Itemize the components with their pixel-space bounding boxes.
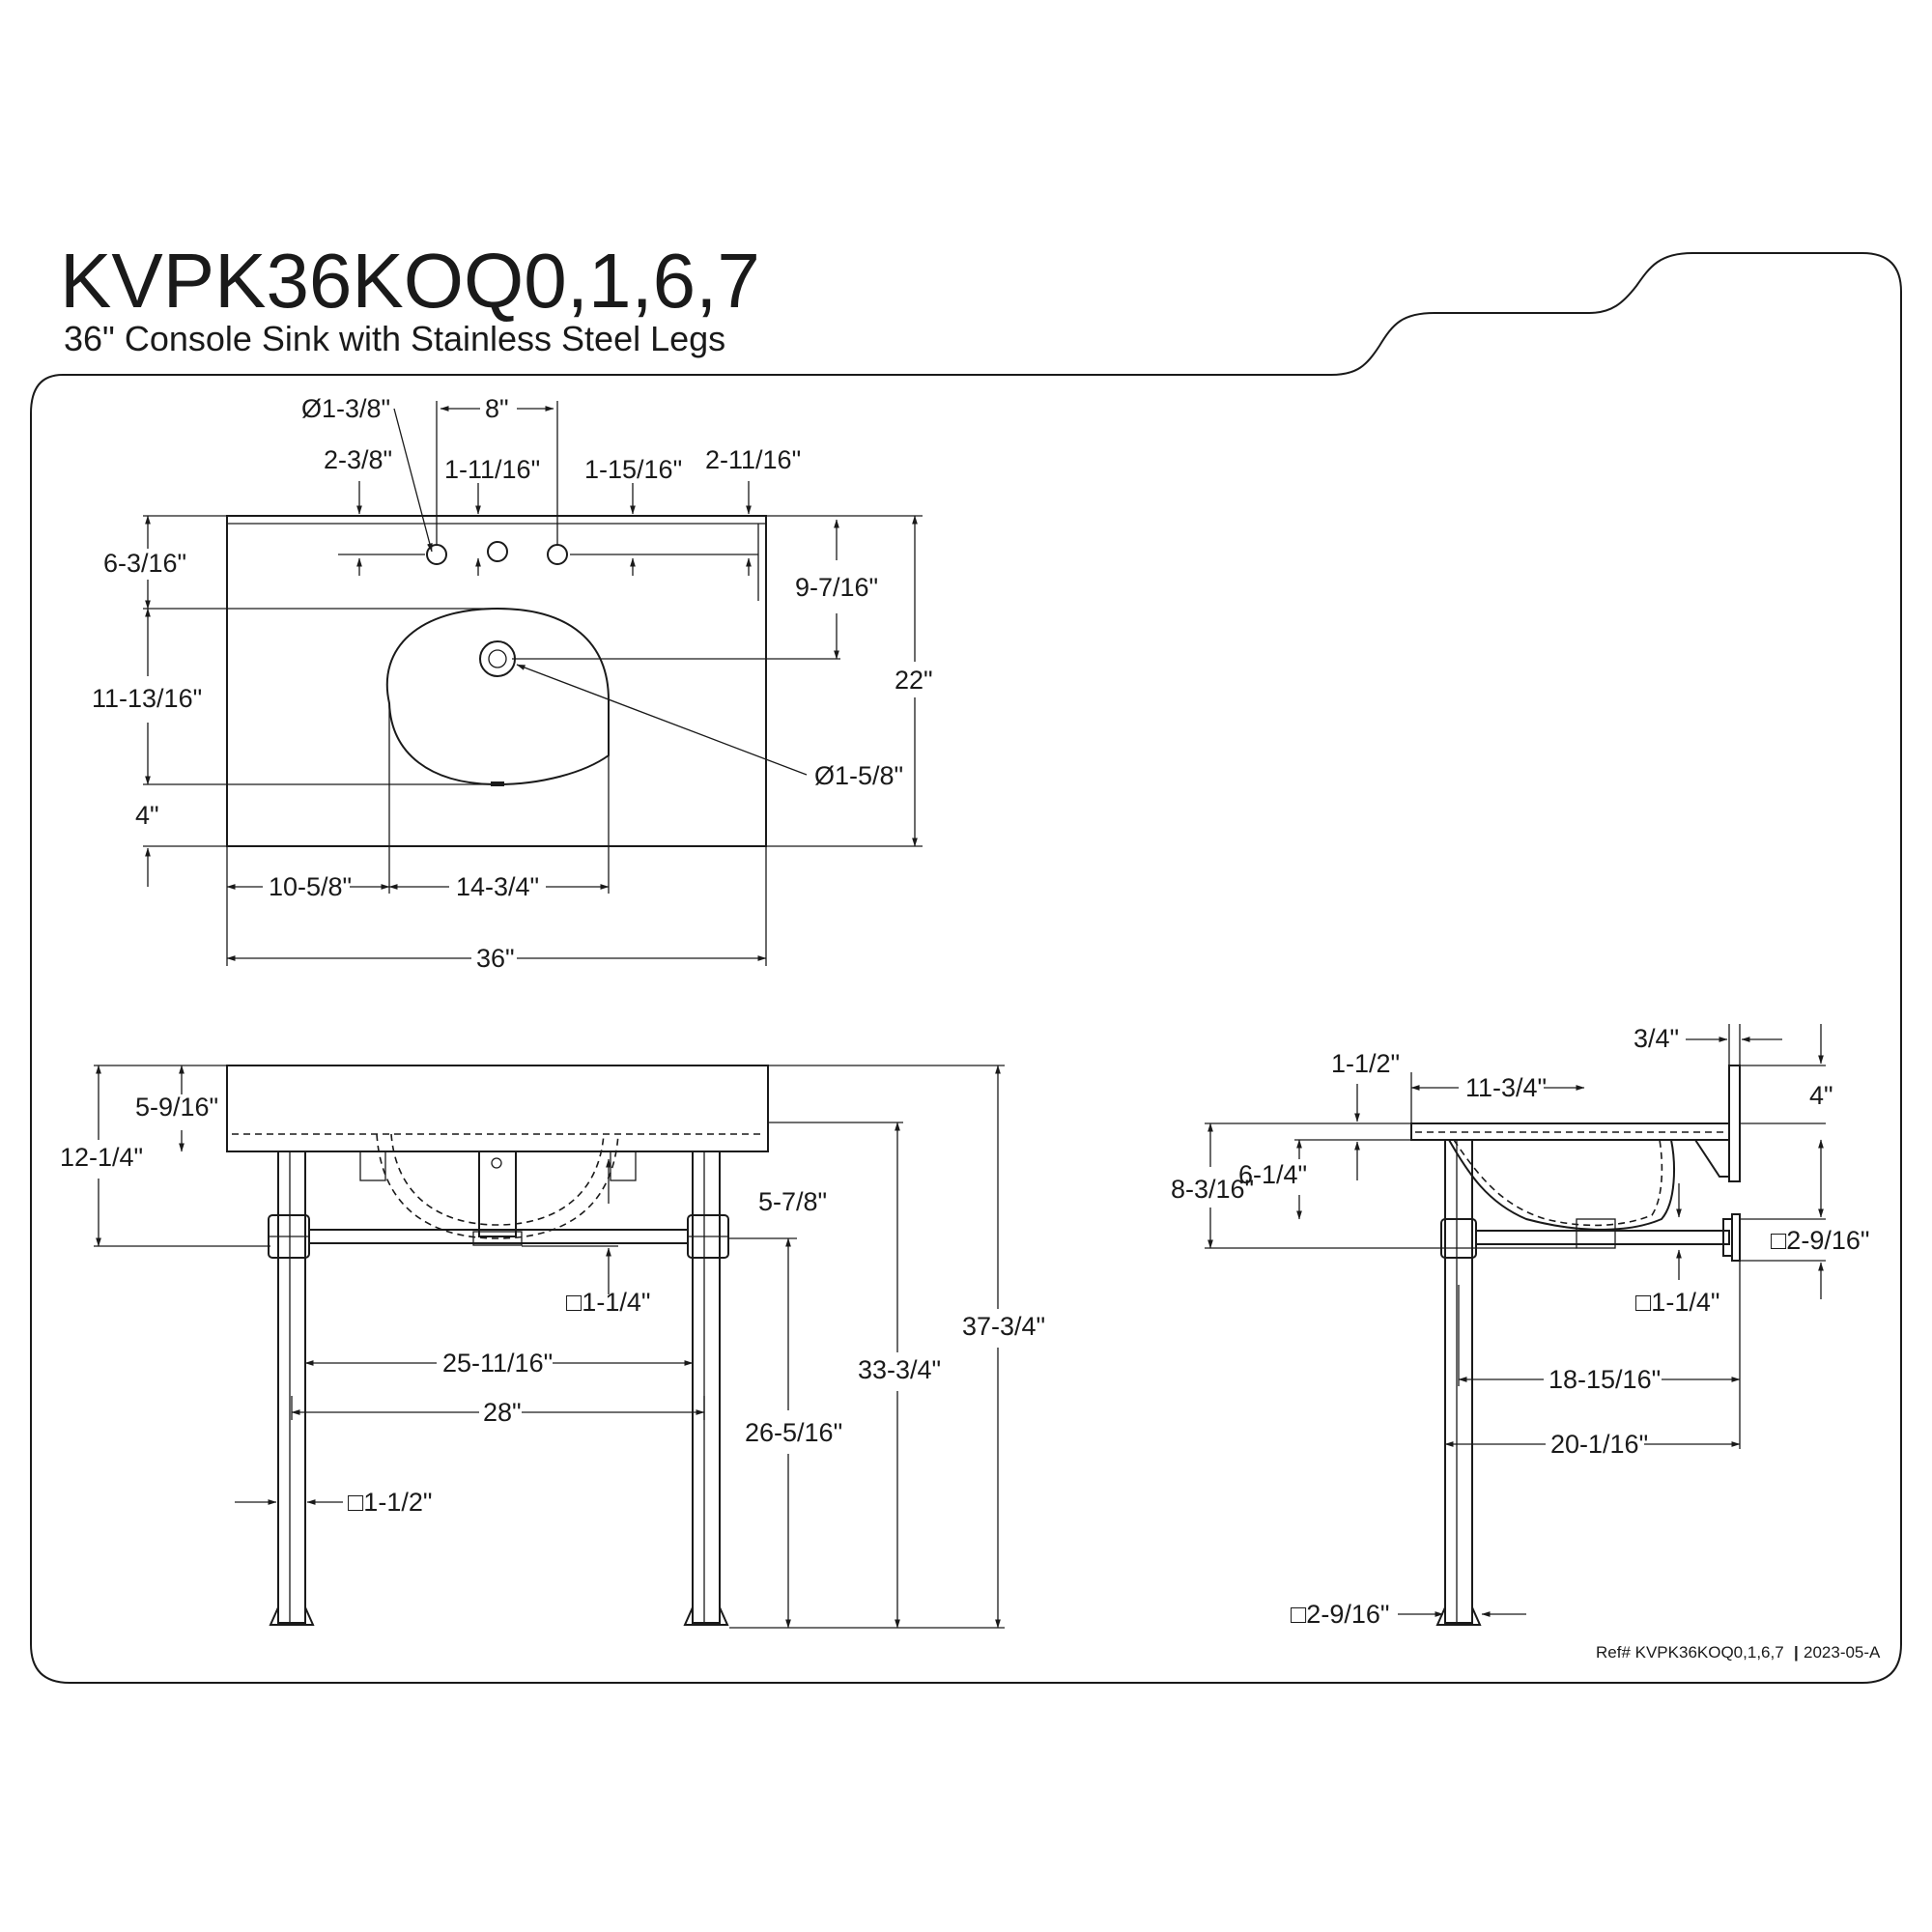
dim-side-rail-size: □1-1/4" xyxy=(1635,1288,1719,1317)
left-leg xyxy=(277,1151,306,1624)
dim-left-setback: 2-3/8" xyxy=(324,445,392,474)
ref-revision: 2023-05-A xyxy=(1804,1643,1881,1662)
dim-bowl-depth: 11-13/16" xyxy=(92,684,202,713)
dim-overall-width: 36" xyxy=(476,944,515,973)
backsplash xyxy=(1728,1065,1741,1182)
dim-center-setback: 1-11/16" xyxy=(444,455,540,484)
model-number: KVPK36KOQ0,1,6,7 xyxy=(60,238,760,324)
dim-backsplash-thickness: 3/4" xyxy=(1634,1024,1679,1053)
dim-side-overall-depth: 8-3/16" xyxy=(1171,1175,1254,1204)
ref-number: Ref# KVPK36KOQ0,1,6,7 xyxy=(1596,1643,1784,1662)
dim-leg-inner-depth: 18-15/16" xyxy=(1548,1365,1661,1394)
dim-top-to-rail: 12-1/4" xyxy=(60,1143,143,1172)
dim-foot-size: □2-9/16" xyxy=(1291,1600,1389,1629)
dim-hole-spacing: 8" xyxy=(485,394,509,423)
side-rail xyxy=(1475,1230,1730,1245)
product-description: 36" Console Sink with Stainless Steel Le… xyxy=(64,319,725,358)
ref-separator: | xyxy=(1794,1643,1799,1662)
dim-right-setback: 2-11/16" xyxy=(705,445,801,474)
side-view: 3/4" 1-1/2" 11-3/4" 4" 8-3/16" 6-1/4" □1… xyxy=(1171,1024,1869,1629)
countertop-outline xyxy=(226,515,767,847)
dim-faucet-hole-dia: Ø1-3/8" xyxy=(301,394,390,423)
dim-backsplash-height: 4" xyxy=(1809,1081,1833,1110)
dim-overall-height: 37-3/4" xyxy=(962,1312,1045,1341)
faucet-hole-right xyxy=(547,544,568,565)
drain-outer xyxy=(479,640,516,677)
wall-bracket xyxy=(1693,1139,1730,1178)
dim-counter-thickness: 1-1/2" xyxy=(1331,1049,1400,1078)
dim-back-to-drain: 9-7/16" xyxy=(795,573,878,602)
sheet-frame xyxy=(30,252,1902,1684)
faucet-hole-center xyxy=(487,541,508,562)
dim-drain-drop: 5-7/8" xyxy=(758,1187,827,1216)
right-leg xyxy=(692,1151,721,1624)
bowl-side xyxy=(1448,1139,1675,1231)
left-foot xyxy=(269,1606,315,1626)
wall-plate xyxy=(1731,1213,1741,1262)
dim-bowl-width: 14-3/4" xyxy=(456,872,539,901)
dim-drain-dia: Ø1-5/8" xyxy=(814,761,903,790)
drain-inner xyxy=(488,649,507,668)
drain-tailpiece xyxy=(472,1231,523,1246)
dim-rail-height: 26-5/16" xyxy=(745,1418,842,1447)
dim-rail-size: □1-1/4" xyxy=(566,1288,650,1317)
dim-back-to-bowl: 6-3/16" xyxy=(103,549,186,578)
right-foot xyxy=(683,1606,729,1626)
dim-bowl-offset: 11-3/4" xyxy=(1465,1073,1547,1102)
dim-right-hole-setback: 1-15/16" xyxy=(584,455,682,484)
dim-overall-depth: 22" xyxy=(895,666,933,695)
countertop-front xyxy=(226,1065,769,1152)
bowl-outline xyxy=(385,607,610,786)
top-view: Ø1-3/8" 8" 2-3/8" 1-11/16" 1-15/16" 2-11… xyxy=(92,394,933,973)
dim-counter-height: 33-3/4" xyxy=(858,1355,941,1384)
front-view: 5-9/16" 12-1/4" 5-7/8" □1-1/4" 25-11/16"… xyxy=(60,1065,1045,1629)
dim-top-thickness: 5-9/16" xyxy=(135,1093,218,1122)
footer-reference: Ref# KVPK36KOQ0,1,6,7 | 2023-05-A xyxy=(1596,1643,1881,1662)
dim-center-span: 28" xyxy=(483,1398,522,1427)
side-connector xyxy=(1440,1218,1477,1259)
dim-front-to-bowl: 4" xyxy=(135,801,159,830)
dim-inner-span: 25-11/16" xyxy=(442,1349,553,1378)
dim-left-to-bowl: 10-5/8" xyxy=(269,872,352,901)
dim-leg-outer-depth: 20-1/16" xyxy=(1550,1430,1648,1459)
wall-flange xyxy=(1722,1218,1733,1257)
dim-side-bowl-depth: 6-1/4" xyxy=(1238,1160,1307,1189)
dim-leg-size: □1-1/2" xyxy=(348,1488,432,1517)
dim-bracket-size: □2-9/16" xyxy=(1771,1226,1869,1255)
faucet-hole-left xyxy=(426,544,447,565)
